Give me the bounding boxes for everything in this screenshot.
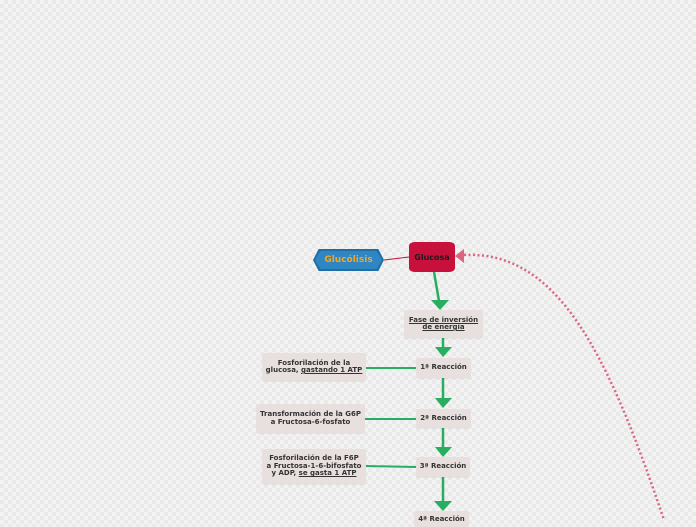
arrow-r3 [435,447,452,457]
arrow-r2 [435,398,452,408]
node-glucosa-label: Glucosa [414,252,450,262]
arrow-r4 [434,501,452,511]
node-reaccion-4[interactable]: 4ª Reacción [414,511,469,527]
node-glucolisis[interactable]: Glucólisis [313,249,384,271]
desc1-line1: Fosforilación de la [277,358,351,367]
connector-dotted-relation [463,253,666,520]
desc3-line3b: se gasta 1 ATP [298,469,357,478]
node-desc-transformacion-g6p[interactable]: Transformación de la G6P a Fructosa-6-fo… [256,404,365,433]
desc3-line2: a Fructosa-1-6-bifosfato [266,461,362,470]
node-reaccion-1[interactable]: 1ª Reacción [416,358,471,378]
desc3-line3: y ADP, se gasta 1 ATP [271,469,357,478]
arrow-r1 [435,347,452,357]
node-fase-line1: Fase de inversión [408,315,479,324]
node-reaccion-2-label: 2ª Reacción [420,413,467,422]
relation-arrowhead [455,249,464,263]
desc2-line1: Transformación de la G6P [260,410,361,419]
connector-glucosa-glucolisis [383,256,410,261]
hexagon-fill [315,251,382,269]
desc3-line3a: y ADP, [271,469,299,478]
desc1-line2: glucosa, gastando 1 ATP [265,366,363,374]
connector-r3-desc3 [365,465,417,468]
node-reaccion-3[interactable]: 3ª Reacción [416,457,470,477]
node-glucolisis-label: Glucólisis [324,255,373,265]
node-reaccion-1-label: 1ª Reacción [420,363,467,372]
desc2-line2: a Fructosa-6-fosfato [270,417,351,426]
desc3-line1: Fosforilación de la F6P [269,454,359,463]
node-fase-line2: de energía [422,323,465,331]
node-reaccion-4-label: 4ª Reacción [418,515,465,523]
node-reaccion-2[interactable]: 2ª Reacción [416,409,471,428]
node-reaccion-3-label: 3ª Reacción [419,462,467,471]
node-desc-fosforilacion-glucosa[interactable]: Fosforilación de la glucosa, gastando 1 … [262,353,366,381]
node-glucosa[interactable]: Glucosa [409,242,455,272]
connector-glucosa-fase [432,271,441,302]
node-desc-fosforilacion-f6p[interactable]: Fosforilación de la F6P a Fructosa-1-6-b… [262,449,366,484]
node-fase-inversion[interactable]: Fase de inversión de energía [404,310,483,338]
arrow-fase [431,300,449,310]
desc1-line2b: gastando 1 ATP [301,366,363,374]
desc1-line2a: glucosa, [265,366,302,374]
